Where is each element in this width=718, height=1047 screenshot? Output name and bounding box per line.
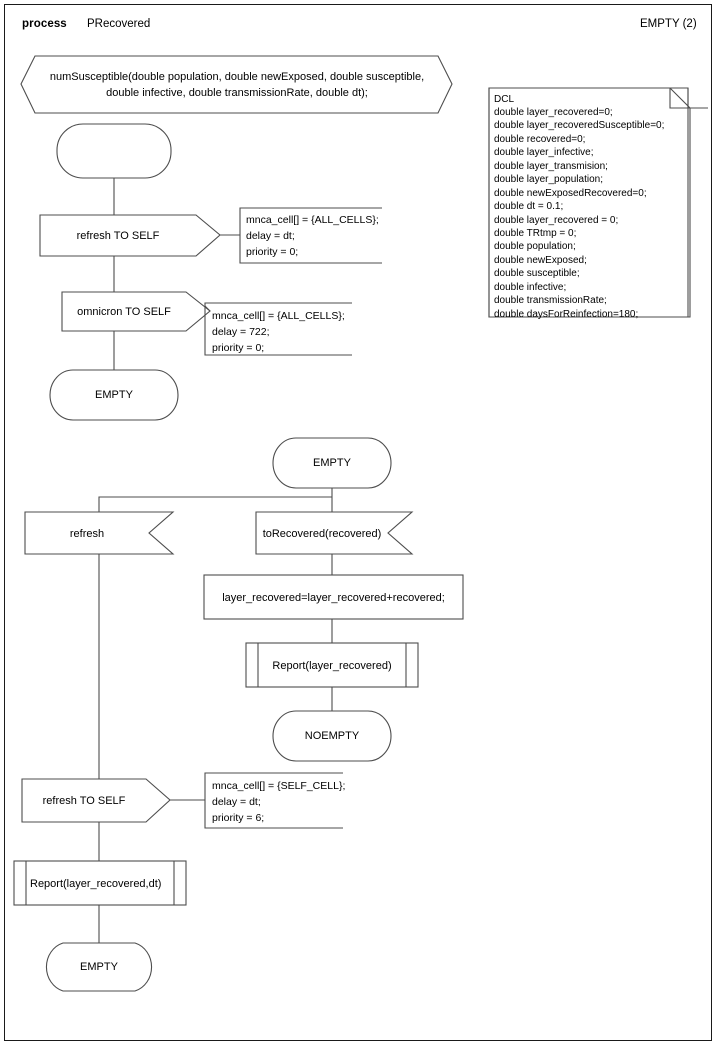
dcl-note-corner-fold bbox=[669, 88, 690, 109]
state-noempty-shape bbox=[272, 710, 392, 762]
comment-2-line1: mnca_cell[] = {ALL_CELLS}; bbox=[212, 310, 345, 322]
input-torecovered-shape bbox=[255, 511, 414, 555]
signal-declaration-shape bbox=[20, 55, 453, 114]
start-state-shape bbox=[56, 123, 172, 179]
page-state-label: EMPTY (2) bbox=[640, 18, 697, 30]
comment-3-line1: mnca_cell[] = {SELF_CELL}; bbox=[212, 780, 346, 792]
state-empty-1-shape bbox=[49, 369, 179, 421]
input-refresh-shape bbox=[24, 511, 175, 555]
state-empty-2-shape bbox=[272, 437, 392, 489]
output-omnicron-self-shape bbox=[61, 291, 211, 332]
comment-1-line3: priority = 0; bbox=[246, 246, 299, 258]
dcl-title: DCL bbox=[494, 94, 515, 105]
process-keyword: process bbox=[22, 18, 67, 30]
comment-3-line3: priority = 6; bbox=[212, 812, 265, 824]
connector-output2-to-comment2 bbox=[204, 305, 211, 312]
comment-2-line3: priority = 0; bbox=[212, 342, 265, 354]
dcl-block-fold bbox=[687, 88, 708, 109]
comment-2-line2: delay = 722; bbox=[212, 326, 270, 338]
procedure-report-1-shape bbox=[245, 642, 419, 688]
dcl-lines: double layer_recovered=0; double layer_r… bbox=[494, 107, 665, 320]
comment-1-line1: mnca_cell[] = {ALL_CELLS}; bbox=[246, 214, 379, 226]
process-name: PRecovered bbox=[87, 18, 151, 30]
comment-2-shape bbox=[204, 302, 352, 356]
output-refresh-self-2-shape bbox=[21, 778, 171, 823]
page-frame bbox=[4, 4, 712, 1041]
procedure-report-2-shape bbox=[13, 860, 187, 906]
dcl-note-outline bbox=[488, 87, 691, 318]
comment-1-line2: delay = dt; bbox=[246, 230, 295, 242]
output-refresh-self-1-shape bbox=[39, 214, 221, 257]
comment-3-line2: delay = dt; bbox=[212, 796, 261, 808]
comment-3-shape bbox=[204, 772, 343, 829]
task-accumulate-shape bbox=[203, 574, 464, 620]
state-empty-3-shape bbox=[45, 942, 153, 992]
comment-1-shape bbox=[239, 207, 382, 264]
connector-empty2-branch-left bbox=[98, 496, 332, 512]
